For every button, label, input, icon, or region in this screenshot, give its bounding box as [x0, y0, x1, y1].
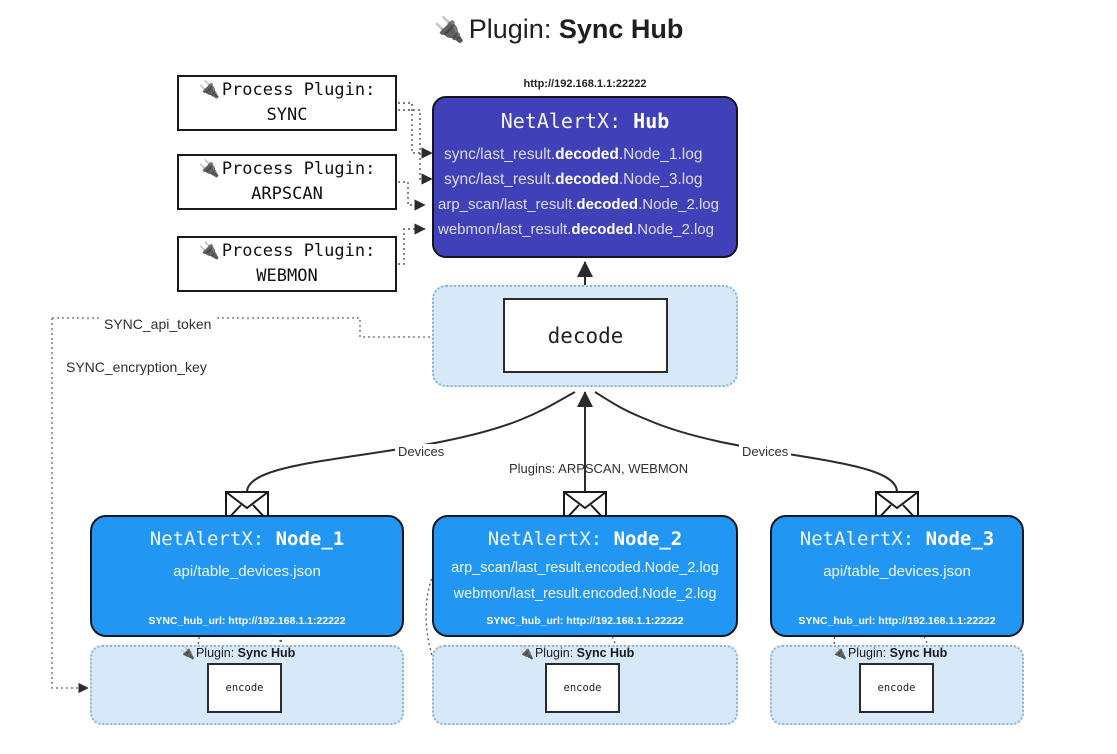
node-title: NetAlertX: Node_3	[772, 528, 1022, 550]
sync-api-token-label: SYNC_api_token	[100, 316, 216, 332]
log-post: .Node_2.log	[633, 221, 714, 238]
process-plugin-arpscan[interactable]: 🔌Process Plugin: ARPSCAN	[177, 154, 397, 210]
node-title: NetAlertX: Node_2	[434, 528, 736, 550]
encode-panel-caption-3: 🔌Plugin: Sync Hub	[832, 646, 947, 660]
node-file-line: webmon/last_result.encoded.Node_2.log	[453, 586, 717, 602]
plug-icon: 🔌	[198, 158, 220, 179]
log-pre: sync/last_result.	[444, 171, 556, 188]
page-title-name: Sync Hub	[558, 14, 684, 44]
plug-icon: 🔌	[198, 240, 220, 261]
encode-panel-caption-2: 🔌Plugin: Sync Hub	[519, 646, 634, 660]
node-title-prefix: NetAlertX:	[799, 528, 926, 550]
edge-label-devices-left: Devices	[395, 444, 448, 459]
process-plugin-sync[interactable]: 🔌Process Plugin: SYNC	[177, 75, 397, 131]
log-post: .Node_2.log	[638, 196, 719, 213]
encode-box-1[interactable]: encode	[207, 663, 282, 713]
node-hub-url: SYNC_hub_url: http://192.168.1.1:22222	[798, 615, 996, 627]
node-box-1[interactable]: NetAlertX: Node_1 api/table_devices.json…	[90, 515, 404, 637]
process-plugin-name: SYNC	[266, 105, 308, 125]
log-em: decoded	[555, 171, 619, 188]
node-title: NetAlertX: Node_1	[92, 528, 402, 550]
plug-icon: 🔌	[433, 16, 465, 44]
plug-icon: 🔌	[198, 79, 220, 100]
log-em: decoded	[576, 196, 639, 213]
hub-log-row: webmon/last_result.decoded.Node_2.log	[434, 217, 736, 242]
encode-box-3[interactable]: encode	[859, 663, 934, 713]
caption-name: Sync Hub	[237, 646, 296, 660]
hub-url-label: http://192.168.1.1:22222	[523, 78, 647, 90]
log-post: .Node_3.log	[618, 171, 703, 188]
process-plugin-label: Process Plugin:	[221, 240, 376, 261]
caption-prefix: Plugin:	[847, 646, 890, 660]
plug-icon: 🔌	[519, 646, 534, 660]
hub-title-prefix: NetAlertX:	[500, 109, 634, 133]
node-hub-url: SYNC_hub_url: http://192.168.1.1:22222	[486, 615, 684, 627]
process-plugin-name: WEBMON	[256, 266, 318, 286]
caption-prefix: Plugin:	[534, 646, 577, 660]
hub-log-row: sync/last_result.decoded.Node_3.log	[434, 167, 736, 192]
process-plugin-webmon[interactable]: 🔌Process Plugin: WEBMON	[177, 236, 397, 292]
hub-title: NetAlertX: Hub	[434, 109, 736, 133]
hub-log-list: sync/last_result.decoded.Node_1.log sync…	[434, 142, 736, 242]
log-pre: arp_scan/last_result.	[438, 196, 577, 213]
node-title-name: Node_1	[275, 528, 345, 550]
page-title-prefix: Plugin:	[468, 14, 559, 44]
process-plugin-name: ARPSCAN	[251, 184, 323, 204]
node-file-line: arp_scan/last_result.encoded.Node_2.log	[451, 560, 719, 576]
hub-box[interactable]: NetAlertX: Hub sync/last_result.decoded.…	[432, 96, 738, 258]
caption-name: Sync Hub	[889, 646, 948, 660]
caption-prefix: Plugin:	[195, 646, 238, 660]
decode-box[interactable]: decode	[503, 298, 668, 373]
hub-log-row: sync/last_result.decoded.Node_1.log	[434, 142, 736, 167]
edge-label-devices-right: Devices	[739, 444, 792, 459]
hub-title-name: Hub	[633, 109, 670, 133]
node-box-3[interactable]: NetAlertX: Node_3 api/table_devices.json…	[770, 515, 1024, 637]
node-file-line: api/table_devices.json	[173, 563, 321, 580]
encode-panel-caption-1: 🔌Plugin: Sync Hub	[180, 646, 295, 660]
plug-icon: 🔌	[832, 646, 847, 660]
log-em: decoded	[571, 221, 634, 238]
edge-label-plugins: Plugins: ARPSCAN, WEBMON	[509, 461, 689, 476]
node-hub-url: SYNC_hub_url: http://192.168.1.1:22222	[148, 615, 346, 627]
log-post: .Node_1.log	[618, 146, 703, 163]
node-file-line: api/table_devices.json	[823, 563, 971, 580]
log-pre: sync/last_result.	[444, 146, 556, 163]
encode-box-2[interactable]: encode	[545, 663, 620, 713]
node-title-name: Node_3	[925, 528, 995, 550]
process-plugin-label: Process Plugin:	[221, 158, 376, 179]
caption-name: Sync Hub	[576, 646, 635, 660]
page-title: 🔌Plugin: Sync Hub	[0, 14, 1117, 45]
log-em: decoded	[555, 146, 619, 163]
node-title-name: Node_2	[613, 528, 683, 550]
node-title-prefix: NetAlertX:	[487, 528, 614, 550]
hub-log-row: arp_scan/last_result.decoded.Node_2.log	[434, 192, 736, 217]
node-box-2[interactable]: NetAlertX: Node_2 arp_scan/last_result.e…	[432, 515, 738, 637]
log-pre: webmon/last_result.	[438, 221, 572, 238]
plug-icon: 🔌	[180, 646, 195, 660]
sync-encryption-key-label: SYNC_encryption_key	[62, 359, 211, 375]
process-plugin-label: Process Plugin:	[221, 79, 376, 100]
node-title-prefix: NetAlertX:	[149, 528, 276, 550]
